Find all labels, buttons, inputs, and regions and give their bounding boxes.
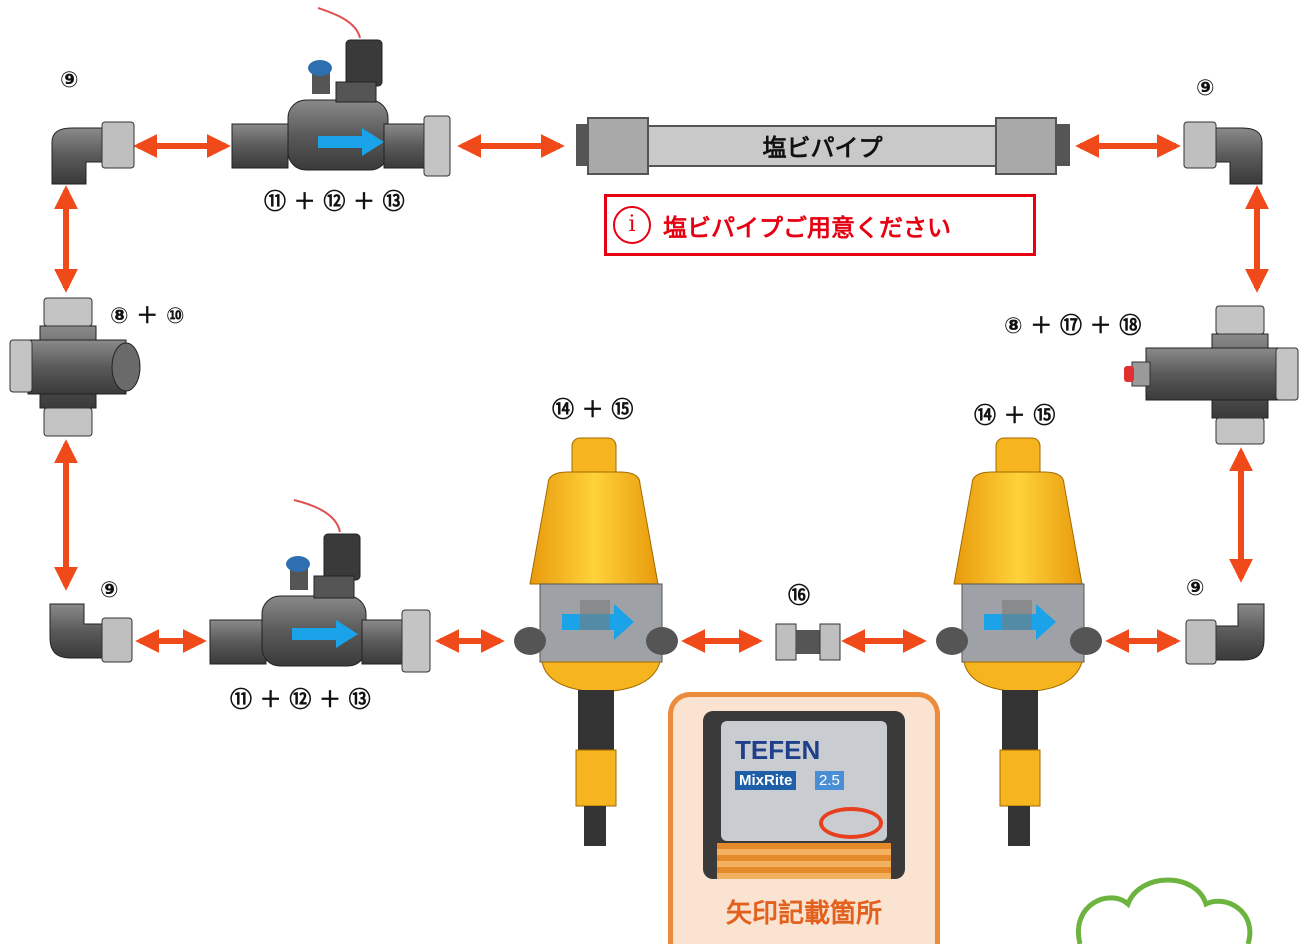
label-valve-top: ⑪ ＋ ⑫ ＋ ⑬ — [264, 190, 405, 215]
flow-arrow-icon — [318, 128, 384, 156]
callout-box: TEFEN MixRite 2.5 矢印記載箇所 — [668, 692, 940, 944]
photo-brand: TEFEN — [735, 735, 821, 765]
notice-box: i 塩ビパイプご用意ください — [604, 194, 1036, 256]
photo-model-size: 2.5 — [815, 771, 844, 790]
photo-model: MixRite — [735, 771, 797, 790]
label-tee-left: ⑧ ＋ ⑩ — [110, 304, 185, 329]
pvc-pipe — [576, 117, 1070, 175]
mixer-dosing-pump-2 — [936, 437, 1102, 846]
notice-text: 塩ビパイプご用意ください — [663, 213, 951, 242]
callout-caption: 矢印記載箇所 — [725, 899, 882, 929]
info-circle-icon: i — [613, 206, 651, 244]
flow-arrow-icon — [292, 620, 358, 648]
label-elbow-top-left: ⑨ — [60, 68, 79, 93]
label-mixer-1: ⑭ ＋ ⑮ — [552, 398, 634, 423]
mixer-photo: TEFEN MixRite 2.5 — [703, 711, 905, 879]
pipe-label: 塩ビパイプ — [762, 134, 883, 162]
elbow-bottom-left — [49, 603, 133, 663]
label-elbow-bottom-right: ⑨ — [1186, 576, 1205, 601]
label-nipple: ⑯ — [788, 584, 811, 609]
tee-right — [1124, 305, 1299, 445]
label-mixer-2: ⑭ ＋ ⑮ — [974, 404, 1056, 429]
tee-left — [9, 297, 141, 437]
elbow-top-right — [1183, 121, 1263, 185]
cloud-shape — [1075, 877, 1253, 945]
photo-bands — [717, 843, 891, 879]
solenoid-valve-top — [231, 7, 451, 177]
label-elbow-top-right: ⑨ — [1196, 76, 1215, 101]
mixer-dosing-pump-1 — [514, 437, 678, 846]
nipple-fitting — [775, 623, 841, 661]
elbow-top-left — [51, 121, 135, 185]
highlight-circle — [819, 807, 883, 839]
elbow-bottom-right — [1185, 603, 1265, 665]
solenoid-valve-bottom — [209, 499, 431, 673]
connection-arrows — [54, 134, 1269, 653]
label-elbow-bottom-left: ⑨ — [100, 578, 119, 603]
label-valve-bottom: ⑪ ＋ ⑫ ＋ ⑬ — [230, 688, 371, 713]
label-tee-right: ⑧ ＋ ⑰ ＋ ⑱ — [1004, 314, 1142, 339]
